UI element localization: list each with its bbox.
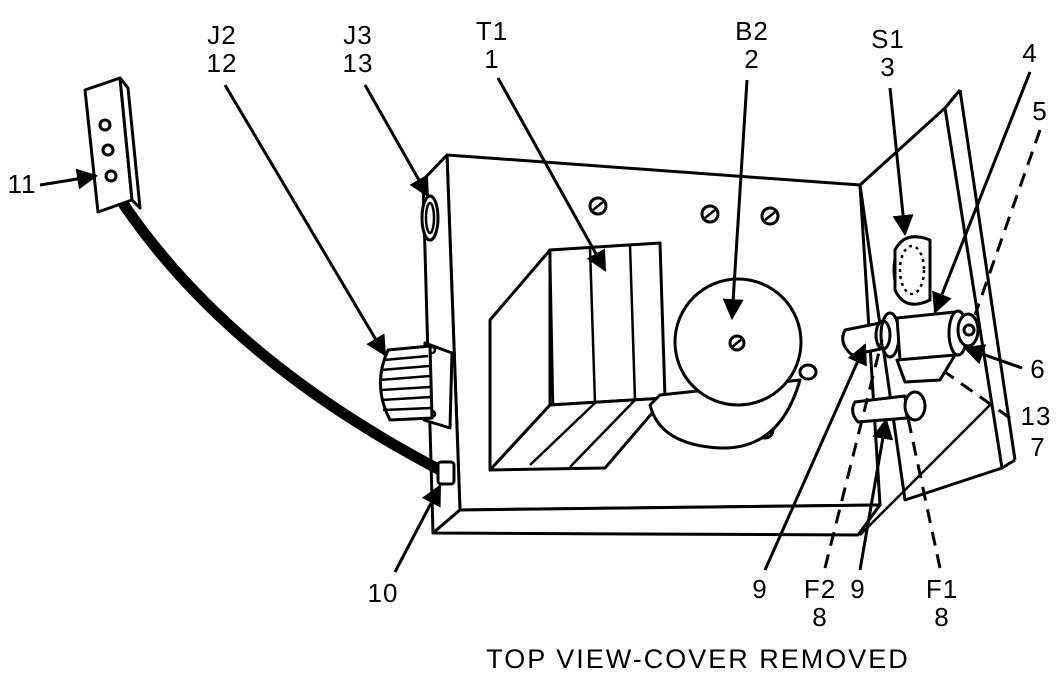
label-6: 6 — [1030, 354, 1045, 384]
leader-6 — [963, 344, 1023, 370]
leader-9b — [858, 417, 894, 571]
callout-labels: J2 12 J3 13 T1 1 B2 2 S1 3 4 5 6 13 7 11… — [8, 16, 1052, 674]
label-t1-ref: T1 — [476, 16, 508, 46]
label-j3-ref: J3 — [343, 20, 372, 50]
screw-icon — [700, 204, 720, 224]
leader-t1 — [496, 77, 607, 272]
label-5: 5 — [1032, 96, 1047, 126]
plug-p11 — [83, 76, 142, 214]
diagram-caption: TOP VIEW-COVER REMOVED — [486, 644, 910, 674]
leader-lines — [39, 71, 1042, 573]
label-13: 13 — [1021, 401, 1052, 431]
label-s1-ref: S1 — [871, 24, 905, 54]
label-4: 4 — [1022, 38, 1037, 68]
label-j2-ref: J2 — [207, 20, 236, 50]
leader-j2 — [223, 84, 387, 357]
leader-13 — [944, 370, 1011, 420]
leader-b2 — [722, 79, 749, 321]
transformer-t1 — [488, 241, 667, 472]
leader-f2 — [823, 339, 884, 569]
cable-clamp — [436, 460, 456, 486]
label-b2-num: 2 — [744, 44, 759, 74]
screw-icon — [588, 196, 608, 216]
cable — [118, 199, 446, 476]
motor-b2 — [648, 277, 818, 450]
label-f1-ref: F1 — [926, 574, 958, 604]
leader-5 — [973, 129, 1042, 316]
label-f2-ref: F2 — [804, 574, 836, 604]
label-j2-num: 12 — [207, 48, 238, 78]
switch-s1 — [892, 235, 932, 306]
label-7: 7 — [1030, 432, 1045, 462]
j3-connector — [420, 194, 440, 242]
label-t1-num: 1 — [484, 44, 499, 74]
label-j3-num: 13 — [343, 48, 374, 78]
leader-s1 — [888, 87, 914, 237]
leader-f1 — [906, 417, 942, 569]
cable-assembly — [83, 76, 456, 486]
label-f1-num: 8 — [934, 602, 949, 632]
leader-4 — [932, 71, 1032, 314]
leader-10 — [393, 484, 442, 573]
label-s1-num: 3 — [880, 52, 895, 82]
label-10: 10 — [368, 578, 399, 608]
label-9a: 9 — [752, 574, 767, 604]
chassis-front-flange — [431, 503, 882, 537]
leader-9a — [763, 343, 867, 571]
leader-11 — [39, 168, 99, 190]
label-9b: 9 — [850, 574, 865, 604]
j2-connector — [378, 341, 454, 430]
label-b2-ref: B2 — [735, 16, 769, 46]
fuse-holder-f2 — [841, 309, 980, 384]
label-f2-num: 8 — [812, 602, 827, 632]
screw-icon — [760, 206, 780, 226]
leader-j3 — [363, 84, 430, 198]
label-11: 11 — [8, 169, 37, 199]
